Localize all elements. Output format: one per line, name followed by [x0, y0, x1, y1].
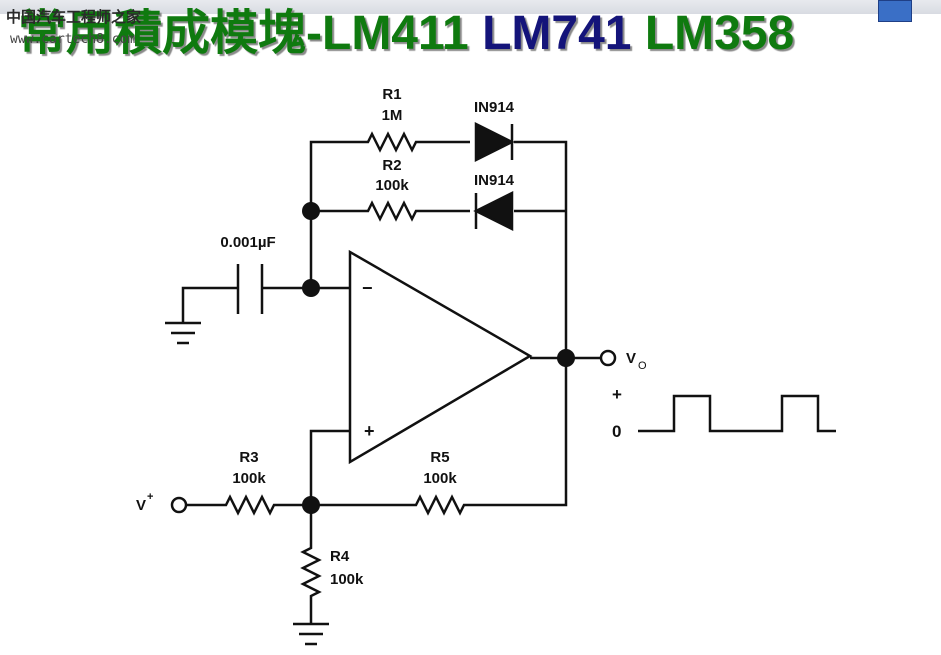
opamp-minus-label: − — [362, 278, 373, 298]
r5-value-label: 100k — [423, 470, 457, 487]
terminal-vout — [599, 349, 617, 367]
diode-d1 — [474, 121, 515, 163]
ground-r4 — [293, 622, 329, 646]
vplus-superscript: + — [147, 491, 153, 503]
resistor-r3 — [216, 494, 282, 516]
capacitor-plates — [236, 264, 264, 314]
resistor-r2 — [360, 200, 424, 222]
output-waveform — [638, 394, 836, 433]
r4-name-label: R4 — [330, 548, 350, 565]
ground-capacitor — [165, 321, 201, 345]
d2-name-label: IN914 — [474, 172, 515, 189]
title-part-lm741: LM741 — [482, 7, 632, 60]
title-part-lm358: LM358 — [644, 7, 795, 60]
watermark-site-name: 中国汽车工程师之家 — [6, 8, 142, 26]
d1-name-label: IN914 — [474, 99, 515, 116]
diode-d2 — [473, 190, 514, 232]
watermark-url: www.cartech8.com — [10, 32, 136, 47]
capacitor-value-label: 0.001µF — [220, 234, 275, 251]
slide-title: 常用積成模塊-LM411 LM741 LM358 — [18, 7, 795, 61]
junction-dot — [302, 496, 320, 514]
title-part-lm411: LM411 — [322, 7, 469, 60]
r2-value-label: 100k — [375, 177, 409, 194]
r2-name-label: R2 — [382, 157, 401, 174]
r4-value-label: 100k — [330, 571, 364, 588]
vplus-label: V — [136, 497, 146, 514]
wire-feedback-top — [309, 140, 568, 358]
r3-value-label: 100k — [232, 470, 266, 487]
r1-name-label: R1 — [382, 86, 401, 103]
junction-dot — [302, 202, 320, 220]
resistor-r1 — [360, 131, 424, 153]
junction-dot — [557, 349, 575, 367]
junction-dot — [302, 279, 320, 297]
resistor-r4 — [300, 540, 322, 604]
wire-noninverting-input — [309, 429, 350, 505]
r1-value-label: 1M — [382, 107, 403, 124]
title-dash: - — [306, 7, 322, 60]
opamp-plus-label: + — [364, 421, 375, 441]
opamp-triangle — [348, 249, 533, 465]
waveform-low-label: 0 — [612, 422, 621, 441]
resistor-r5 — [406, 494, 474, 516]
vout-label: V — [626, 350, 636, 367]
terminal-vplus — [170, 496, 188, 514]
slide-top-bar — [0, 0, 941, 14]
slide-corner-box — [878, 0, 912, 22]
wire-capacitor — [181, 286, 311, 323]
r5-name-label: R5 — [430, 449, 449, 466]
vout-subscript: O — [638, 360, 647, 372]
r3-name-label: R3 — [239, 449, 258, 466]
title-prefix: 常用積成模塊 — [18, 7, 307, 60]
waveform-high-label: + — [612, 385, 622, 404]
